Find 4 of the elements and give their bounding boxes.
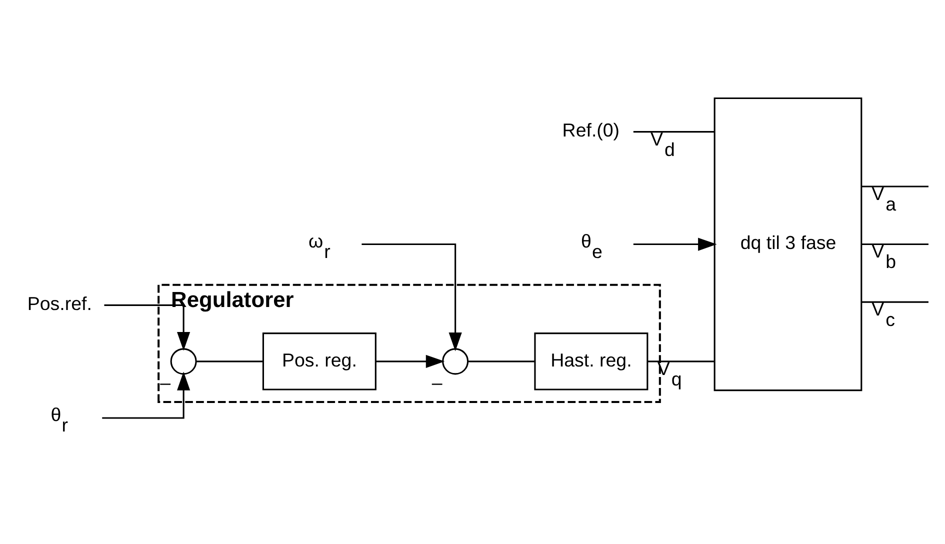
node-label: – — [432, 372, 442, 393]
node-text: Ref.(0) — [562, 120, 620, 141]
node-text: Pos.ref. — [27, 293, 92, 314]
node-label: – — [160, 372, 171, 393]
